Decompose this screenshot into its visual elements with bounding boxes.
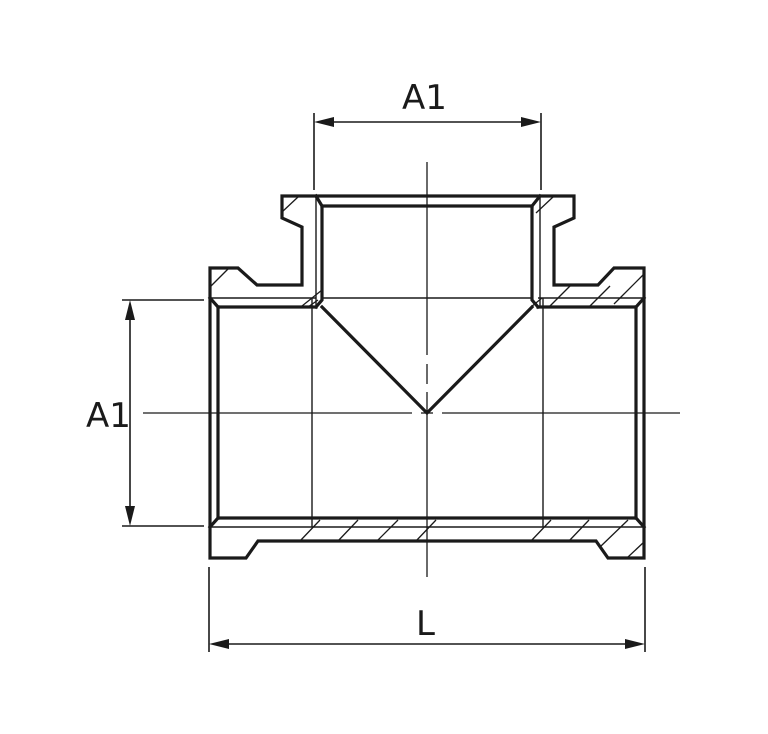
center-lines [143,162,680,577]
dimension-top-a1: A1 [313,78,542,190]
dimension-label-left-a1: A1 [86,396,131,436]
dimension-length-l: L [208,567,646,652]
section-hatching [209,196,645,558]
dimension-left-a1: A1 [86,299,204,527]
run-bore [207,295,647,530]
body-outline [208,194,646,560]
dimension-label-l: L [416,604,435,644]
dimension-label-top-a1: A1 [402,78,447,118]
top-branch-bore [313,193,543,310]
